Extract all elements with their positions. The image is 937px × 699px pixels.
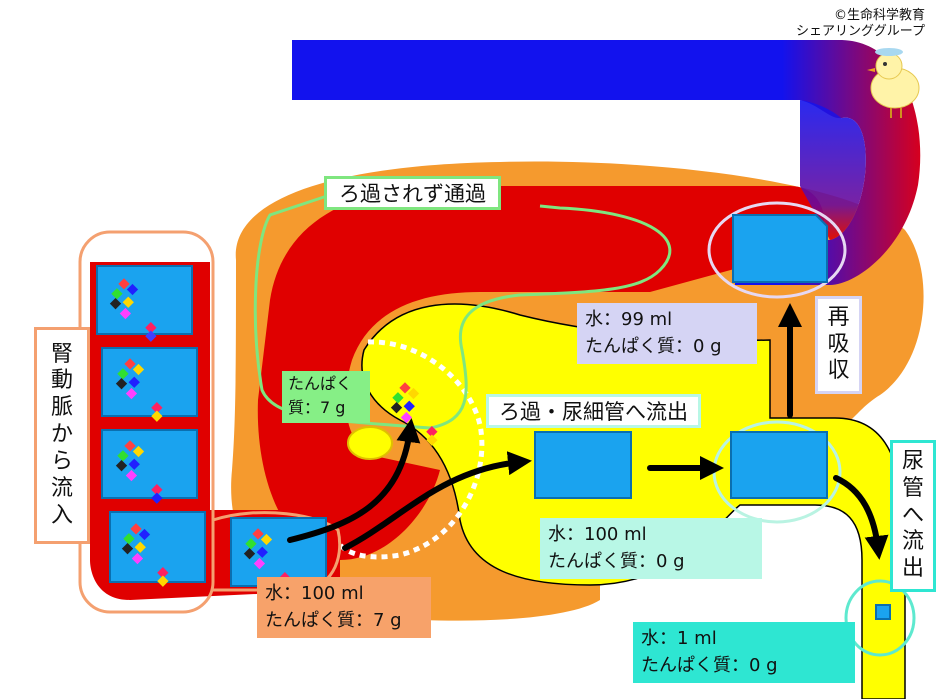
filtrate-info-box: 水：100 ml たんぱく質：0 g xyxy=(540,518,762,579)
water-block-icon xyxy=(875,604,891,620)
artery-water: 水：100 ml xyxy=(265,583,364,604)
water-block-icon xyxy=(730,431,828,499)
filtrate-protein: たんぱく質：0 g xyxy=(548,551,685,572)
not-filtered-outline xyxy=(253,193,672,430)
glomerulus-boundary xyxy=(338,339,485,560)
credit-line-1: ©生命科学教育 xyxy=(833,8,925,23)
urine-protein: たんぱく質：0 g xyxy=(641,655,778,676)
flow-arrow-icon xyxy=(833,475,889,560)
water-block-icon xyxy=(534,431,632,499)
credit-line-2: シェアリンググループ xyxy=(796,24,925,39)
ureter-outflow-label: 尿 管 へ 流 出 xyxy=(890,440,936,592)
glomerulus-info-box: たんぱく 質：7 g xyxy=(282,371,370,423)
urine-info-box: 水：1 ml たんぱく質：0 g xyxy=(633,622,855,683)
credit: ©生命科学教育 シェアリンググループ xyxy=(796,8,925,40)
flow-arrows xyxy=(287,303,889,560)
flow-arrow-icon xyxy=(287,418,421,543)
water-block-icon xyxy=(101,347,198,417)
urine-outline xyxy=(844,579,916,657)
reabsorbed-protein: たんぱく質：0 g xyxy=(585,336,722,357)
water-block-icon xyxy=(230,517,327,587)
glomerulus-center xyxy=(347,426,393,460)
reabsorption-outline xyxy=(707,201,847,299)
renal-artery-vessel xyxy=(90,185,825,601)
reabsorption-label: 再 吸 収 xyxy=(815,296,862,394)
flow-arrow-icon xyxy=(342,451,532,551)
vein-transition xyxy=(800,100,866,240)
chick-mascot-icon xyxy=(867,48,920,118)
filtrate-water: 水：100 ml xyxy=(548,524,647,545)
renal-vein xyxy=(292,40,921,285)
glomerulus-line-1: たんぱく xyxy=(288,374,353,393)
reabsorbed-water: 水：99 ml xyxy=(585,309,673,330)
artery-info-box: 水：100 ml たんぱく質：7 g xyxy=(257,577,431,638)
not-filtered-label: ろ過されず通過 xyxy=(324,176,501,210)
filtered-label: ろ過・尿細管へ流出 xyxy=(486,394,701,428)
artery-protein: たんぱく質：7 g xyxy=(265,610,402,631)
protein-particles xyxy=(109,278,438,592)
glomerulus-line-2: 質：7 g xyxy=(288,398,346,417)
water-block-icon xyxy=(101,429,198,499)
artery-inflow-label: 腎 動 脈 か ら 流 入 xyxy=(34,327,90,544)
water-block-icon xyxy=(96,265,193,335)
urine-water: 水：1 ml xyxy=(641,628,717,649)
reabsorbed-info-box: 水：99 ml たんぱく質：0 g xyxy=(577,303,757,364)
water-block-icon xyxy=(732,214,828,283)
